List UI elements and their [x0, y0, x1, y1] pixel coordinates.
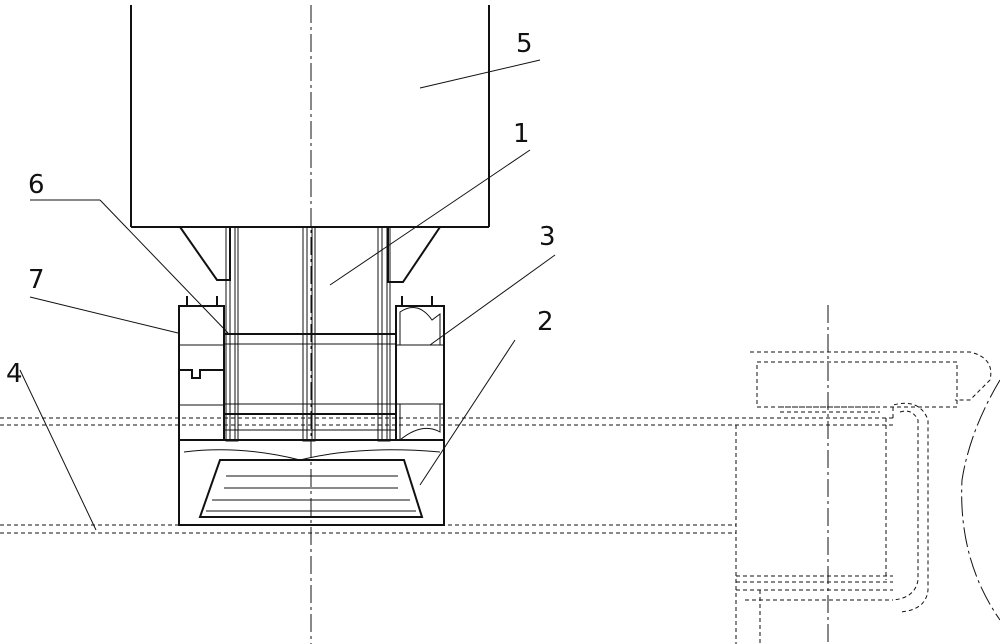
gusset-plates: [178, 226, 442, 283]
callout-3: 3: [539, 222, 556, 252]
callout-4: 4: [6, 359, 23, 389]
callout-6: 6: [28, 170, 45, 200]
callout-2: 2: [537, 307, 554, 337]
callout-7: 7: [28, 265, 45, 295]
leader-lines: [19, 59, 556, 531]
callout-labels: 5 1 3 6 7 2 4: [6, 29, 556, 389]
cylinder-body-part-5: [130, 5, 490, 228]
rail-part-4: [0, 417, 893, 534]
callout-1: 1: [513, 119, 530, 149]
sleeve-part-6: [223, 333, 397, 441]
callout-5: 5: [516, 29, 533, 59]
right-hidden-assembly: [735, 305, 1000, 644]
